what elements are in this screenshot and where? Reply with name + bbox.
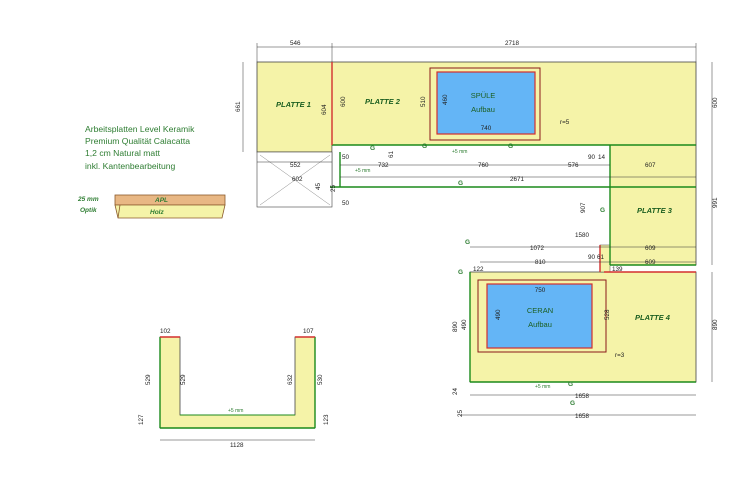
plate-2-label: PLATTE 2 <box>365 97 401 106</box>
dim-552: 552 <box>290 162 301 169</box>
dim-609a: 609 <box>645 245 656 252</box>
dim-61b: 61 <box>597 254 605 261</box>
dim-760: 760 <box>478 162 489 169</box>
u-left-inner: 529 <box>180 374 187 385</box>
dim-p4-sink2: 528 <box>604 309 611 320</box>
dim-right-991: 991 <box>712 197 719 208</box>
cooktop-name: CERAN <box>527 306 553 315</box>
u-right-outer: 530 <box>317 374 324 385</box>
u-right-inner: 632 <box>287 374 294 385</box>
dimension-lines <box>242 43 713 416</box>
sink-type: Aufbau <box>471 105 495 114</box>
dim-50a: 50 <box>342 154 350 161</box>
dim-50b: 50 <box>342 200 350 207</box>
cooktop: CERAN Aufbau 750 490 r=3 <box>477 279 625 359</box>
g-marker: G <box>458 269 463 276</box>
g-marker: G <box>465 239 470 246</box>
edge-note-3: +5 mm <box>535 384 550 390</box>
plate-4-label: PLATTE 4 <box>635 313 671 322</box>
g-marker: G <box>370 145 375 152</box>
g-marker: G <box>570 400 575 407</box>
dim-122: 122 <box>473 266 484 273</box>
g-marker: G <box>508 143 513 150</box>
swatch-optik: Optik <box>80 207 97 214</box>
dim-907: 907 <box>580 202 587 213</box>
g-marker: G <box>600 207 605 214</box>
dim-90: 90 <box>588 154 596 161</box>
dim-1072: 1072 <box>530 245 545 252</box>
u-left-outer: 529 <box>145 374 152 385</box>
sink-radius: r=5 <box>560 119 570 126</box>
dim-609b: 609 <box>645 259 656 266</box>
cooktop-height: 490 <box>495 309 502 320</box>
plate-1 <box>256 61 333 153</box>
cooktop-type: Aufbau <box>528 320 552 329</box>
dim-top-total: 2718 <box>505 40 520 47</box>
dim-607: 607 <box>645 162 656 169</box>
dim-732: 732 <box>378 162 389 169</box>
u-shape-section: 102 107 529 529 632 530 127 123 1128 +5 … <box>138 328 330 449</box>
plate-3-label: PLATTE 3 <box>637 206 673 215</box>
legend-line-1: Arbeitsplatten Level Keramik <box>85 124 195 134</box>
dim-p1-height: 661 <box>235 101 242 112</box>
dim-139: 139 <box>612 266 623 273</box>
dim-810: 810 <box>535 259 546 266</box>
sink-height: 460 <box>442 94 449 105</box>
legend-line-3: 1,2 cm Natural matt <box>85 148 160 159</box>
edge-note-1: +5 mm <box>452 149 467 155</box>
dim-14: 14 <box>598 154 606 161</box>
dim-1658a: 1658 <box>575 393 590 400</box>
dim-45: 45 <box>315 182 322 190</box>
u-top-right: 107 <box>303 328 314 335</box>
u-bottom-total: 1128 <box>230 442 244 449</box>
plate-1-label: PLATTE 1 <box>276 100 311 109</box>
dim-1580: 1580 <box>575 232 590 239</box>
dim-p4-left: 890 <box>452 321 459 332</box>
dim-sink-offset: 510 <box>420 96 427 107</box>
legend: Arbeitsplatten Level Keramik Premium Qua… <box>85 123 194 172</box>
g-marker: G <box>458 180 463 187</box>
u-top-left: 102 <box>160 328 171 335</box>
swatch-holz: Holz <box>150 209 164 216</box>
dim-602: 602 <box>292 176 303 183</box>
dim-25a: 25 <box>330 184 337 192</box>
dim-1658b: 1658 <box>575 413 590 420</box>
sink-width: 740 <box>481 125 492 132</box>
dim-top-left: 546 <box>290 40 301 47</box>
cooktop-radius: r=3 <box>615 352 625 359</box>
plate-3 <box>609 144 697 266</box>
dim-right-600: 600 <box>712 97 719 108</box>
g-marker: G <box>422 143 427 150</box>
edge-swatch: 25 mm Optik APL Holz <box>77 194 226 219</box>
swatch-thickness: 25 mm <box>77 196 99 203</box>
dim-61: 61 <box>388 150 395 158</box>
sink-name: SPÜLE <box>471 91 496 100</box>
edge-note-2: +5 mm <box>355 168 370 174</box>
g-marker: G <box>568 381 573 388</box>
legend-line-2: Premium Qualität Calacatta <box>85 136 191 147</box>
dim-p4-sink: 490 <box>461 319 468 330</box>
legend-line-4: inkl. Kantenbearbeitung <box>85 160 176 171</box>
u-bottom-left: 127 <box>138 414 145 425</box>
edge-lines <box>330 144 696 383</box>
dim-2671: 2671 <box>510 176 525 183</box>
dim-24: 24 <box>452 387 459 395</box>
swatch-apl: APL <box>154 197 168 204</box>
dim-p2-height: 600 <box>340 96 347 107</box>
u-inner-mark: +5 mm <box>228 408 243 414</box>
dim-576: 576 <box>568 162 579 169</box>
sink: SPÜLE Aufbau 740 460 r=5 <box>429 67 570 141</box>
red-edges <box>331 62 696 273</box>
dim-90b: 90 <box>588 254 596 261</box>
cooktop-width: 750 <box>535 287 546 294</box>
dim-p1-inner: 604 <box>321 104 328 115</box>
u-bottom-right: 123 <box>323 414 330 425</box>
dim-25b: 25 <box>457 409 464 417</box>
plate-2-strip <box>331 144 611 188</box>
dim-right-890: 890 <box>712 319 719 330</box>
